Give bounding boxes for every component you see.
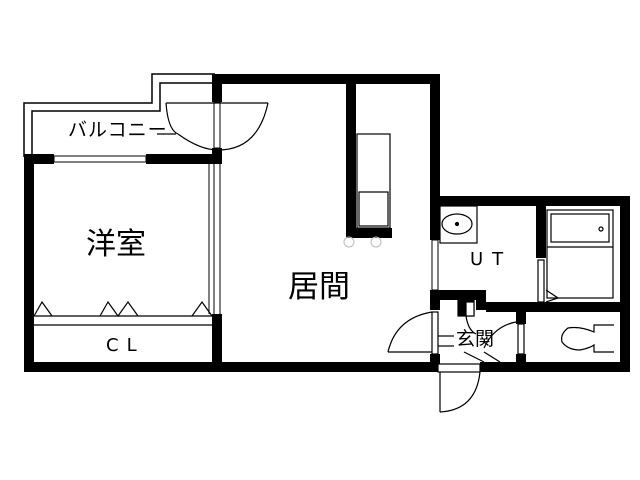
- toilet-door: [463, 321, 525, 363]
- watermark: [343, 236, 382, 248]
- entrance-label: 玄関: [456, 328, 495, 350]
- toilet: [561, 324, 614, 353]
- utility-label: UT: [470, 249, 513, 270]
- bathtub: [546, 209, 614, 299]
- western-room-label: 洋室: [86, 227, 146, 262]
- entrance-inner: [457, 299, 477, 335]
- balcony-outline: [23, 73, 215, 157]
- ut-opening: [431, 239, 439, 291]
- closet-label: CL: [106, 335, 145, 356]
- balcony-door: [157, 102, 269, 151]
- front-door: [437, 363, 481, 413]
- window-western: [53, 155, 147, 163]
- partition-western-living: [208, 101, 221, 314]
- kitchen-counter: [356, 133, 391, 229]
- balcony-label: バルコニー: [68, 119, 168, 141]
- washbasin: [439, 205, 478, 244]
- bath-door: [537, 259, 560, 303]
- walls: [24, 74, 630, 372]
- living-room-label: 居間: [288, 269, 350, 305]
- closet-doors: [33, 300, 213, 326]
- living-door: [387, 311, 454, 355]
